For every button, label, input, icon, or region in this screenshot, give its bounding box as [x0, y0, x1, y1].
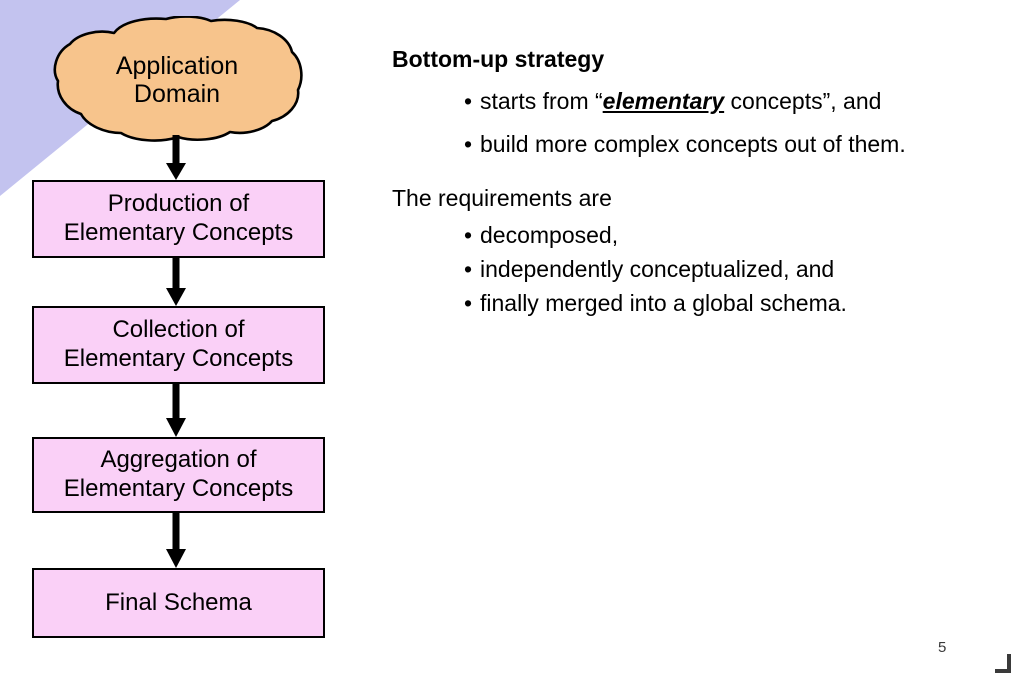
box-collection-of-elementary-concepts: Collection of Elementary Concepts	[32, 306, 325, 384]
content-text-column: Bottom-up strategy starts from “elementa…	[392, 46, 1012, 323]
list-item: build more complex concepts out of them.	[464, 131, 1012, 159]
box-collection-line1: Collection of	[112, 316, 245, 344]
arrow-aggregation-to-final	[162, 512, 190, 569]
page-number: 5	[938, 639, 947, 656]
list-item: decomposed,	[464, 222, 1012, 250]
arrow-domain-to-production	[162, 135, 190, 181]
section-spacer	[392, 159, 1012, 185]
box-production-line2: Elementary Concepts	[63, 219, 294, 246]
box-collection-line2: Elementary Concepts	[63, 345, 294, 372]
list-item: finally merged into a global schema.	[464, 290, 1012, 318]
application-domain-cloud: Application Domain	[48, 16, 306, 144]
box-production-line1: Production of	[107, 190, 250, 218]
list-item: independently conceptualized, and	[464, 256, 1012, 284]
corner-bracket-icon	[993, 652, 1019, 674]
bullet-emphasis-word: elementary	[602, 87, 725, 114]
bullet-text-pre: starts from “	[480, 87, 603, 114]
arrow-production-to-collection	[162, 257, 190, 307]
box-final-schema: Final Schema	[32, 568, 325, 638]
requirements-intro: The requirements are	[392, 184, 612, 211]
box-aggregation-of-elementary-concepts: Aggregation of Elementary Concepts	[32, 437, 325, 513]
box-aggregation-line2: Elementary Concepts	[63, 475, 294, 502]
bullet-text-pre: build more complex concepts out of them.	[480, 131, 906, 158]
box-production-of-elementary-concepts: Production of Elementary Concepts	[32, 180, 325, 258]
box-final-line1: Final Schema	[105, 588, 252, 616]
list-item: starts from “elementary concepts”, and	[464, 88, 1012, 116]
box-aggregation-line1: Aggregation of	[100, 446, 257, 474]
bullet-text-post: concepts”, and	[724, 87, 882, 114]
bottom-up-strategy-heading: Bottom-up strategy	[392, 46, 605, 72]
arrow-collection-to-aggregation	[162, 383, 190, 438]
strategy-bullet-list: starts from “elementary concepts”, and b…	[392, 88, 1012, 159]
requirements-bullet-list: decomposed, independently conceptualized…	[392, 222, 1012, 317]
